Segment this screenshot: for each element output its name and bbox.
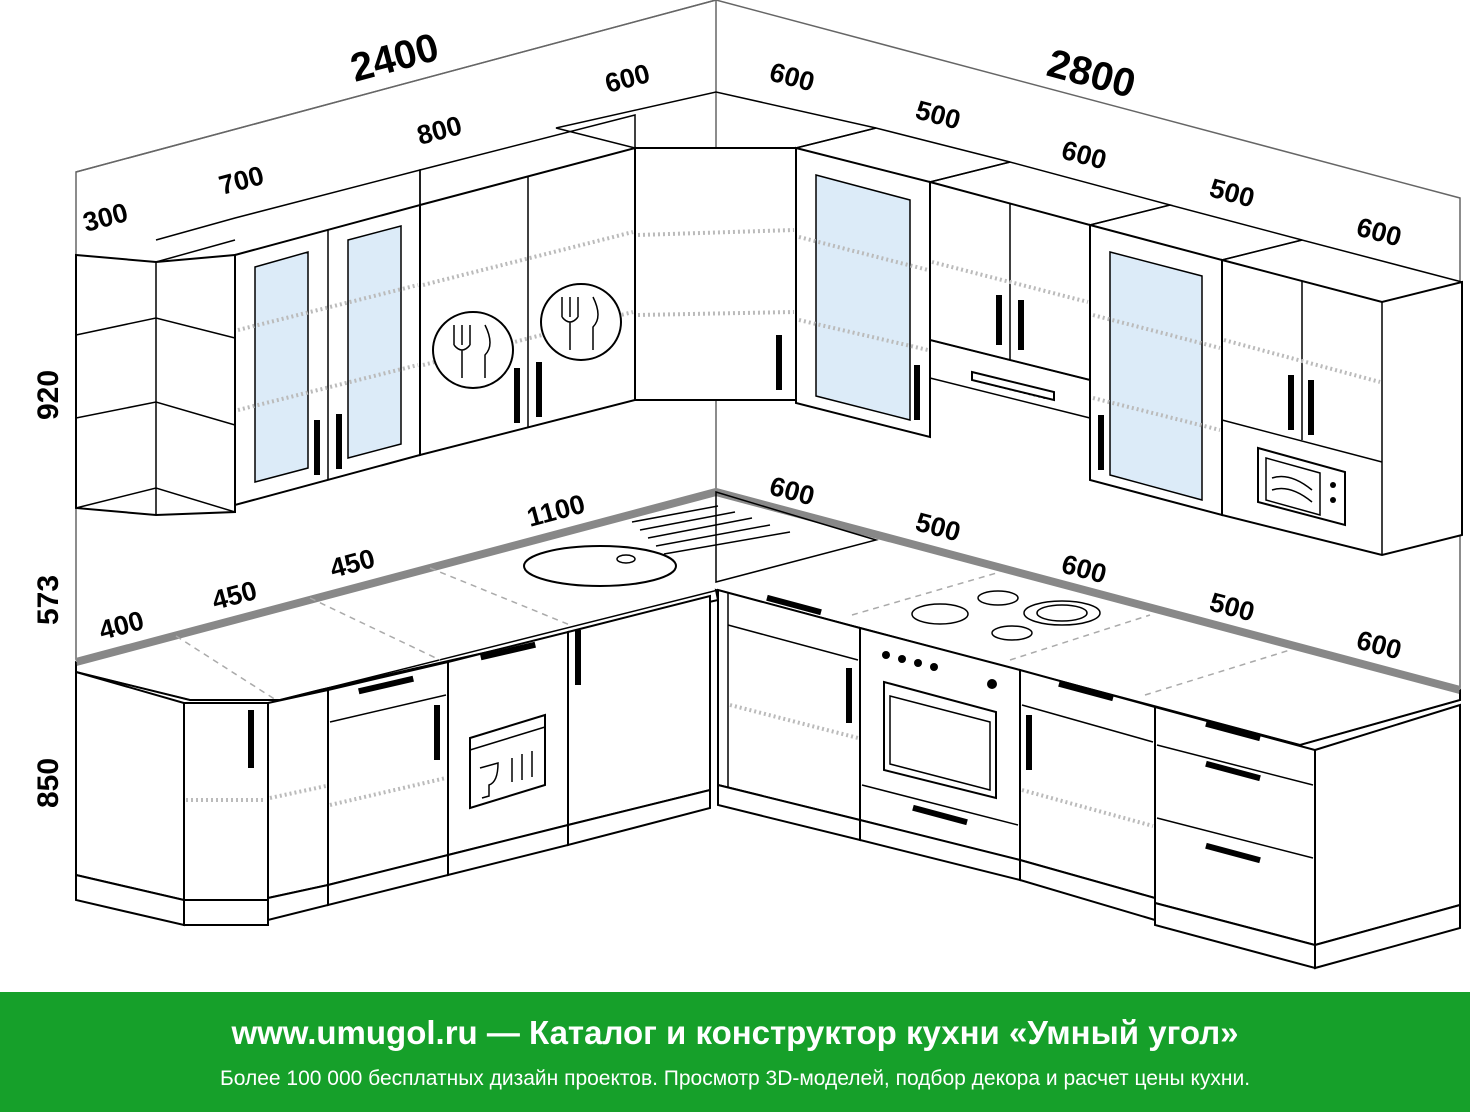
microwave-cabinet-600 bbox=[1221, 239, 1463, 557]
dim-wall-800: 800 bbox=[414, 110, 465, 151]
banner-subtitle: Более 100 000 бесплатных дизайн проектов… bbox=[219, 1067, 1251, 1090]
promo-banner: www.umugol.ru — Каталог и конструктор ку… bbox=[0, 992, 1470, 1112]
dim-counter-500a: 500 bbox=[912, 507, 963, 548]
glass-cabinet-500 bbox=[795, 127, 1011, 439]
fork-knife-plate-icon bbox=[432, 311, 514, 389]
dim-counter-450b: 450 bbox=[327, 543, 378, 584]
dim-wall-500b: 500 bbox=[1206, 173, 1257, 214]
base-cabinet-600 bbox=[1019, 668, 1156, 922]
dim-wall-500a: 500 bbox=[912, 95, 963, 136]
dim-wall-600c: 600 bbox=[1058, 135, 1109, 176]
dim-wall-700: 700 bbox=[216, 160, 267, 201]
kitchen-diagram: 2400 2800 300 700 800 600 600 500 600 50… bbox=[32, 0, 1463, 970]
upper-cabinets-left bbox=[75, 114, 636, 517]
glass-cabinet-700 bbox=[155, 169, 421, 507]
sink-icon bbox=[523, 505, 791, 587]
microwave-icon bbox=[1257, 446, 1346, 527]
dim-counter-400: 400 bbox=[96, 605, 147, 646]
open-corner-shelf bbox=[75, 239, 236, 517]
end-base-cabinet bbox=[1314, 703, 1461, 970]
dim-wall-300: 300 bbox=[80, 197, 131, 238]
banner-title[interactable]: www.umugol.ru — Каталог и конструктор ку… bbox=[231, 1014, 1239, 1051]
lower-cabinets-right bbox=[717, 588, 1461, 970]
dishwasher-450 bbox=[447, 630, 569, 877]
sink-cabinet-1100 bbox=[567, 594, 711, 847]
plate-cabinet-800 bbox=[419, 114, 636, 457]
drawer-cabinet-450 bbox=[327, 660, 449, 907]
upper-cabinets-right bbox=[555, 91, 1463, 557]
dim-counter-600c: 600 bbox=[1353, 625, 1404, 666]
corner-base-cabinet-400 bbox=[75, 670, 329, 927]
dim-wall-600b: 600 bbox=[766, 57, 817, 98]
dim-total-left: 2400 bbox=[346, 25, 443, 91]
dishwasher-icon bbox=[469, 713, 546, 810]
oven-icon bbox=[882, 651, 997, 800]
dim-height-850: 850 bbox=[32, 758, 65, 808]
dim-height-573: 573 bbox=[32, 575, 65, 625]
dim-wall-600a: 600 bbox=[602, 58, 653, 99]
cooktop-icon bbox=[911, 590, 1101, 641]
dim-total-right: 2800 bbox=[1043, 41, 1140, 107]
glass-cabinet-500b bbox=[1089, 204, 1303, 517]
dim-height-920: 920 bbox=[32, 370, 65, 420]
drawer-cabinet-500 bbox=[1154, 705, 1316, 970]
oven-cabinet-500 bbox=[859, 626, 1021, 882]
hood-cabinet-600 bbox=[929, 161, 1173, 419]
corner-base-cabinet-600 bbox=[717, 588, 861, 842]
corner-upper-cabinet bbox=[555, 91, 877, 401]
lower-cabinets-left bbox=[75, 594, 711, 927]
dim-counter-450a: 450 bbox=[209, 575, 260, 616]
fork-knife-plate-icon bbox=[540, 283, 622, 361]
dim-wall-600d: 600 bbox=[1353, 212, 1404, 253]
range-hood-icon bbox=[971, 370, 1055, 402]
